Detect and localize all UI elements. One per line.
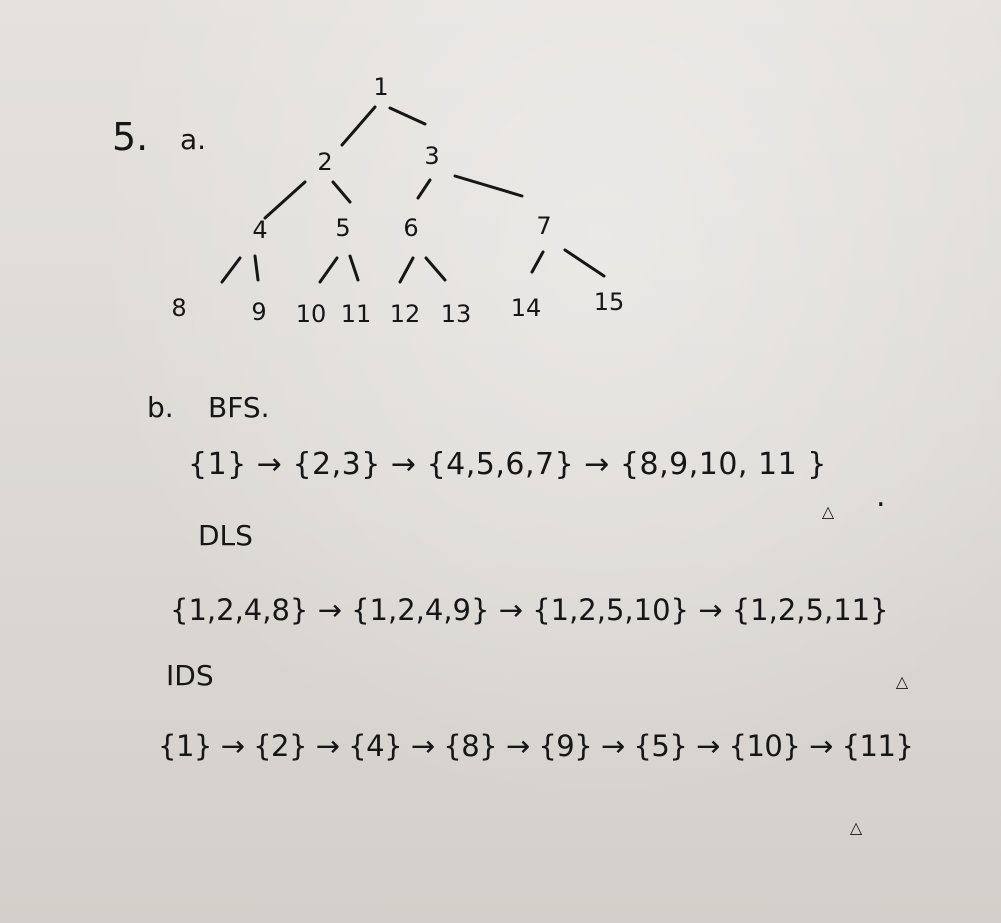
bfs-goal-marker: △	[821, 502, 835, 521]
ids-title: IDS	[166, 659, 214, 692]
dls-sequence: {1,2,4,8} → {1,2,4,9} → {1,2,5,10} → {1,…	[170, 593, 889, 627]
tree-node-14: 14	[510, 294, 542, 322]
edge-2-5	[331, 180, 352, 204]
ids-goal-marker: △	[849, 818, 863, 837]
edge-7-14	[530, 250, 545, 274]
edge-1-3	[388, 106, 427, 126]
edge-6-12	[398, 256, 415, 284]
tree-node-6: 6	[403, 214, 419, 242]
edge-4-8	[220, 256, 242, 284]
tree-node-5: 5	[335, 214, 351, 242]
dls-title: DLS	[198, 519, 253, 552]
tree-node-7: 7	[536, 212, 552, 240]
tree-node-2: 2	[317, 148, 333, 176]
tree-node-4: 4	[252, 216, 268, 244]
edge-3-6	[416, 178, 432, 200]
tree-node-9: 9	[251, 298, 267, 326]
problem-number: 5.	[112, 115, 149, 159]
tree-node-12: 12	[389, 300, 421, 328]
edge-3-7	[453, 174, 524, 198]
ids-sequence: {1} → {2} → {4} → {8} → {9} → {5} → {10}…	[158, 729, 914, 763]
tree-node-3: 3	[424, 142, 440, 170]
edge-2-4	[263, 180, 307, 220]
tree-node-15: 15	[593, 288, 625, 316]
bfs-end-mark: .	[876, 479, 887, 514]
bfs-title: BFS.	[208, 391, 270, 424]
part-b-label: b.	[147, 391, 174, 424]
tree-node-8: 8	[171, 294, 187, 322]
edge-5-10	[318, 256, 339, 284]
edge-1-2	[340, 105, 377, 147]
tree-node-1: 1	[373, 73, 389, 101]
bfs-sequence: {1} → {2,3} → {4,5,6,7} → {8,9,10, 11 }	[188, 447, 827, 482]
edge-7-15	[563, 248, 606, 278]
edge-5-11	[348, 254, 360, 282]
tree-node-11: 11	[340, 300, 372, 328]
edge-6-13	[424, 256, 447, 282]
dls-goal-marker: △	[895, 672, 909, 691]
edge-4-9	[253, 254, 260, 282]
tree-node-10: 10	[295, 300, 327, 328]
part-a-label: a.	[180, 123, 207, 156]
tree-node-13: 13	[440, 300, 472, 328]
